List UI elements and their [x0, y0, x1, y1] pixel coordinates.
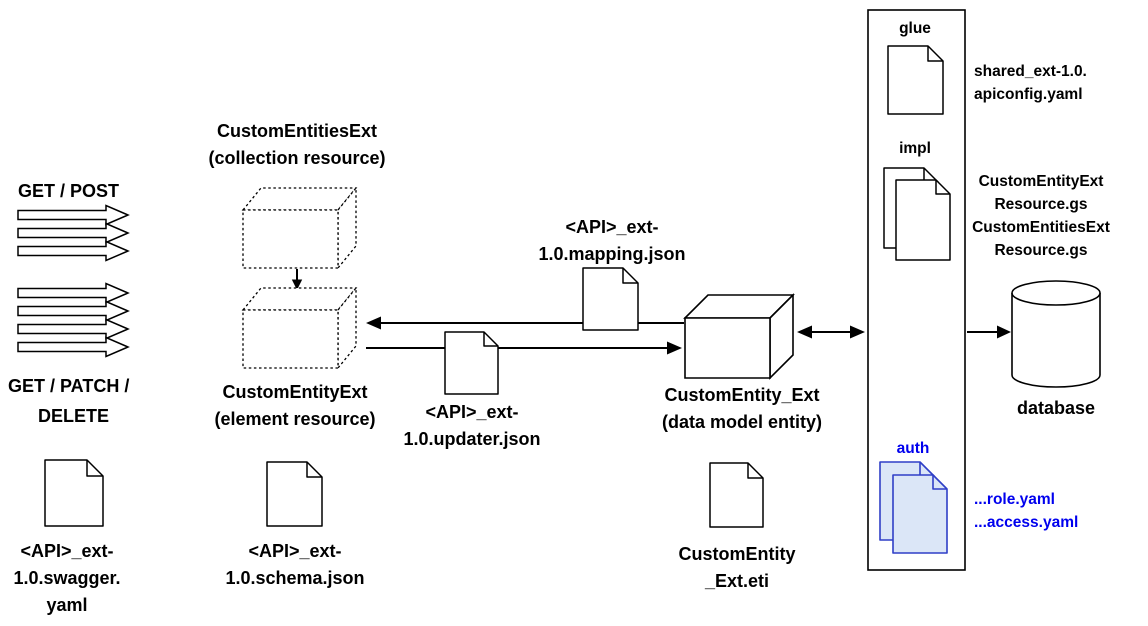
document-icon — [582, 267, 639, 331]
data-model-entity-label-line1: CustomEntity_Ext — [664, 385, 819, 405]
apiconfig-file-label-line2: apiconfig.yaml — [974, 86, 1083, 103]
eti-document-icon — [709, 462, 764, 528]
updater-file-label-line2: 1.0.updater.json — [403, 429, 540, 449]
request-arrow-icon — [17, 204, 130, 226]
document-icon — [895, 179, 951, 261]
arrow-head-icon — [997, 325, 1011, 339]
cube-front-face — [242, 209, 339, 269]
database-label: database — [1017, 398, 1095, 418]
collection-request-arrows — [17, 204, 130, 262]
request-arrow-icon — [17, 222, 130, 244]
auth-files-label-line1: ...role.yaml — [974, 491, 1055, 508]
document-fold-icon — [935, 180, 950, 195]
impl-files-label-line2: Resource.gs — [994, 196, 1087, 213]
document-fold-icon — [932, 475, 947, 490]
document-icon — [266, 461, 323, 527]
impl-section-label: impl — [899, 140, 931, 157]
swagger-file-label-line3: yaml — [46, 595, 87, 615]
swagger-file-label-line1: <API>_ext- — [20, 541, 113, 561]
entity-container-link-arrow — [797, 325, 865, 339]
auth-document-stack-icon — [879, 461, 948, 554]
impl-document-stack-icon — [883, 167, 951, 261]
document-icon — [709, 462, 764, 528]
element-resource-cube-icon — [241, 286, 358, 370]
request-arrow-icon — [17, 300, 130, 322]
data-model-entity-label-line2: (data model entity) — [662, 412, 822, 432]
document-fold-icon — [747, 463, 763, 479]
request-arrow-icon — [17, 318, 130, 340]
schema-file-label-line2: 1.0.schema.json — [225, 568, 364, 588]
document-fold-icon — [927, 46, 943, 62]
auth-section-label: auth — [897, 440, 930, 457]
get-patch-delete-label-line1: GET / PATCH / — [8, 376, 129, 396]
document-icon — [444, 331, 499, 395]
database-cylinder-top — [1011, 280, 1101, 306]
impl-files-label-line4: Resource.gs — [994, 242, 1087, 259]
updater-document-icon — [444, 331, 499, 395]
element-request-arrows — [17, 282, 130, 358]
element-resource-label-line2: (element resource) — [214, 409, 375, 429]
cube-front-face — [684, 317, 771, 379]
glue-document-icon — [887, 45, 944, 115]
mapping-document-icon — [582, 267, 639, 331]
schema-document-icon — [266, 461, 323, 527]
glue-section-label: glue — [899, 20, 931, 37]
arrow-head-right-icon — [850, 325, 865, 339]
request-arrow-icon — [17, 240, 130, 262]
document-fold-icon — [622, 268, 638, 284]
arrow-head-left-icon — [797, 325, 812, 339]
element-resource-label-line1: CustomEntityExt — [222, 382, 367, 402]
collection-resource-label-line1: CustomEntitiesExt — [217, 121, 377, 141]
cube-front-face — [242, 309, 339, 369]
eti-file-label-line1: CustomEntity — [679, 544, 796, 564]
request-arrow-icon — [17, 282, 130, 304]
database-cylinder-body — [1011, 293, 1101, 388]
impl-files-label-line3: CustomEntitiesExt — [972, 219, 1110, 236]
updater-arrow — [366, 341, 682, 355]
document-fold-icon — [483, 332, 498, 347]
swagger-file-label-line2: 1.0.swagger. — [13, 568, 120, 588]
database-icon — [1011, 280, 1101, 388]
cube-top-face — [241, 287, 358, 311]
get-patch-delete-label-line2: DELETE — [38, 406, 109, 426]
document-fold-icon — [86, 460, 103, 477]
arrow-head-icon — [291, 279, 303, 290]
mapping-file-label-line1: <API>_ext- — [565, 217, 658, 237]
updater-file-label-line1: <API>_ext- — [425, 402, 518, 422]
request-arrow-icon — [17, 336, 130, 358]
document-icon — [892, 474, 948, 554]
eti-file-label-line2: _Ext.eti — [704, 571, 769, 591]
collection-resource-label-line2: (collection resource) — [208, 148, 385, 168]
document-icon — [887, 45, 944, 115]
collection-resource-cube-icon — [241, 186, 358, 270]
container-database-arrow — [967, 325, 1011, 339]
get-post-label: GET / POST — [18, 181, 119, 201]
apiconfig-file-label-line1: shared_ext-1.0. — [974, 63, 1087, 80]
document-icon — [44, 459, 104, 527]
schema-file-label-line1: <API>_ext- — [248, 541, 341, 561]
mapping-file-label-line2: 1.0.mapping.json — [538, 244, 685, 264]
arrow-head-icon — [366, 316, 381, 330]
swagger-document-icon — [44, 459, 104, 527]
collection-to-element-arrow — [291, 269, 303, 290]
document-fold-icon — [306, 462, 322, 478]
auth-files-label-line2: ...access.yaml — [974, 514, 1078, 531]
cube-top-face — [241, 187, 358, 211]
impl-files-label-line1: CustomEntityExt — [979, 173, 1104, 190]
data-model-entity-cube-icon — [683, 293, 795, 380]
arrow-head-icon — [667, 341, 682, 355]
